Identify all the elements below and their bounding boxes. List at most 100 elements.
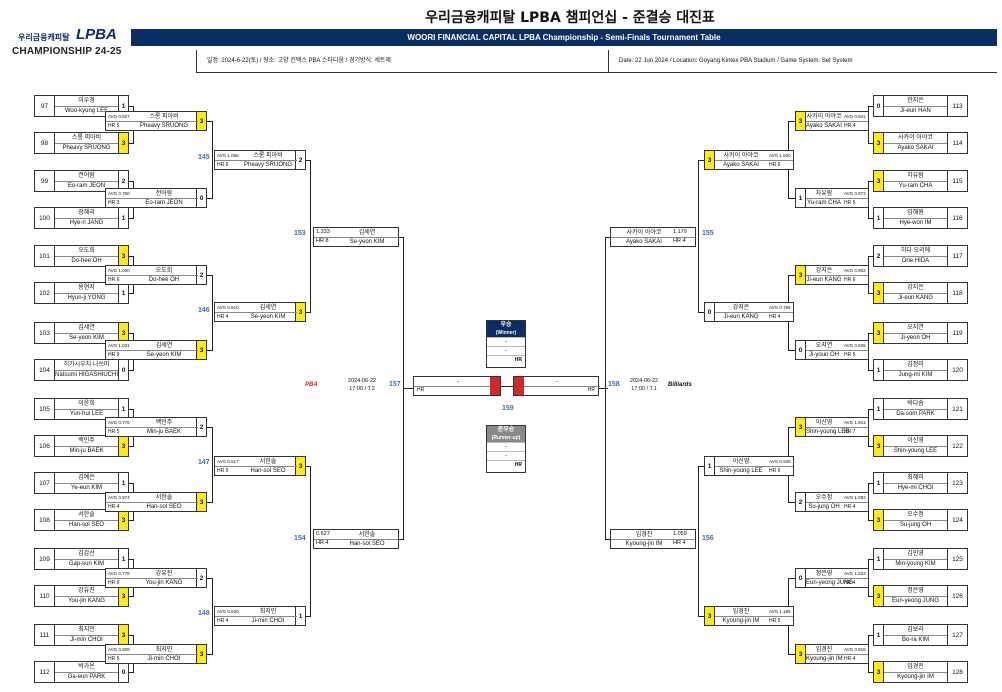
final-slot-right[interactable]: -HR [513,376,600,396]
bracket-line [129,483,133,484]
match-number: 157 [389,381,401,388]
hr-stat: HR 5 [108,656,120,662]
hr-stat: HR 6 [769,468,781,474]
score-cell: 3 [796,645,806,663]
hr-stat: HR 4 [217,314,229,320]
avg-stat: AVG 1.065 [217,153,239,158]
player-name-en: Eo-ram JEON [67,183,106,189]
player-name-kr: 이신영 [815,420,833,426]
score-cell: 3 [874,133,884,153]
seed-number: 123 [947,473,967,493]
bracket-line [129,218,133,219]
player-name-kr: 오지연 [907,325,924,331]
score-cell: 3 [874,662,884,682]
bracket-line [869,446,873,447]
player-name-kr: 서한솔 [78,512,95,518]
player-name-en: Han-sol SEO [349,541,385,547]
match-number: 153 [294,230,306,237]
logo-sponsor: 우리금융캐피탈 [18,33,70,42]
final-slot-left[interactable]: -HR [413,376,502,396]
player-name-kr: 임경진 [907,664,924,670]
avg-stat: AVG 1.083 [844,495,866,500]
match-number: 159 [502,405,514,412]
player-name-kr: 이우경 [78,98,95,104]
bracket-line [606,539,610,540]
name-divider [55,559,118,560]
hr-stat: HR 6 [108,580,120,586]
player-name-en: Ji-youn OH [808,352,839,358]
match-number: 146 [198,306,210,314]
bracket-line [869,520,873,521]
name-divider [884,520,947,521]
name-divider [414,386,502,387]
bracket-line [699,466,704,467]
bracket-line [129,106,133,107]
score-cell: 3 [118,246,128,266]
player-name-kr: 스롱 피아비 [71,135,102,141]
lpba-logo: 우리금융캐피탈 LPBA CHAMPIONSHIP 24-25 [10,22,128,62]
avg-stat: AVG 0.941 [844,114,866,119]
